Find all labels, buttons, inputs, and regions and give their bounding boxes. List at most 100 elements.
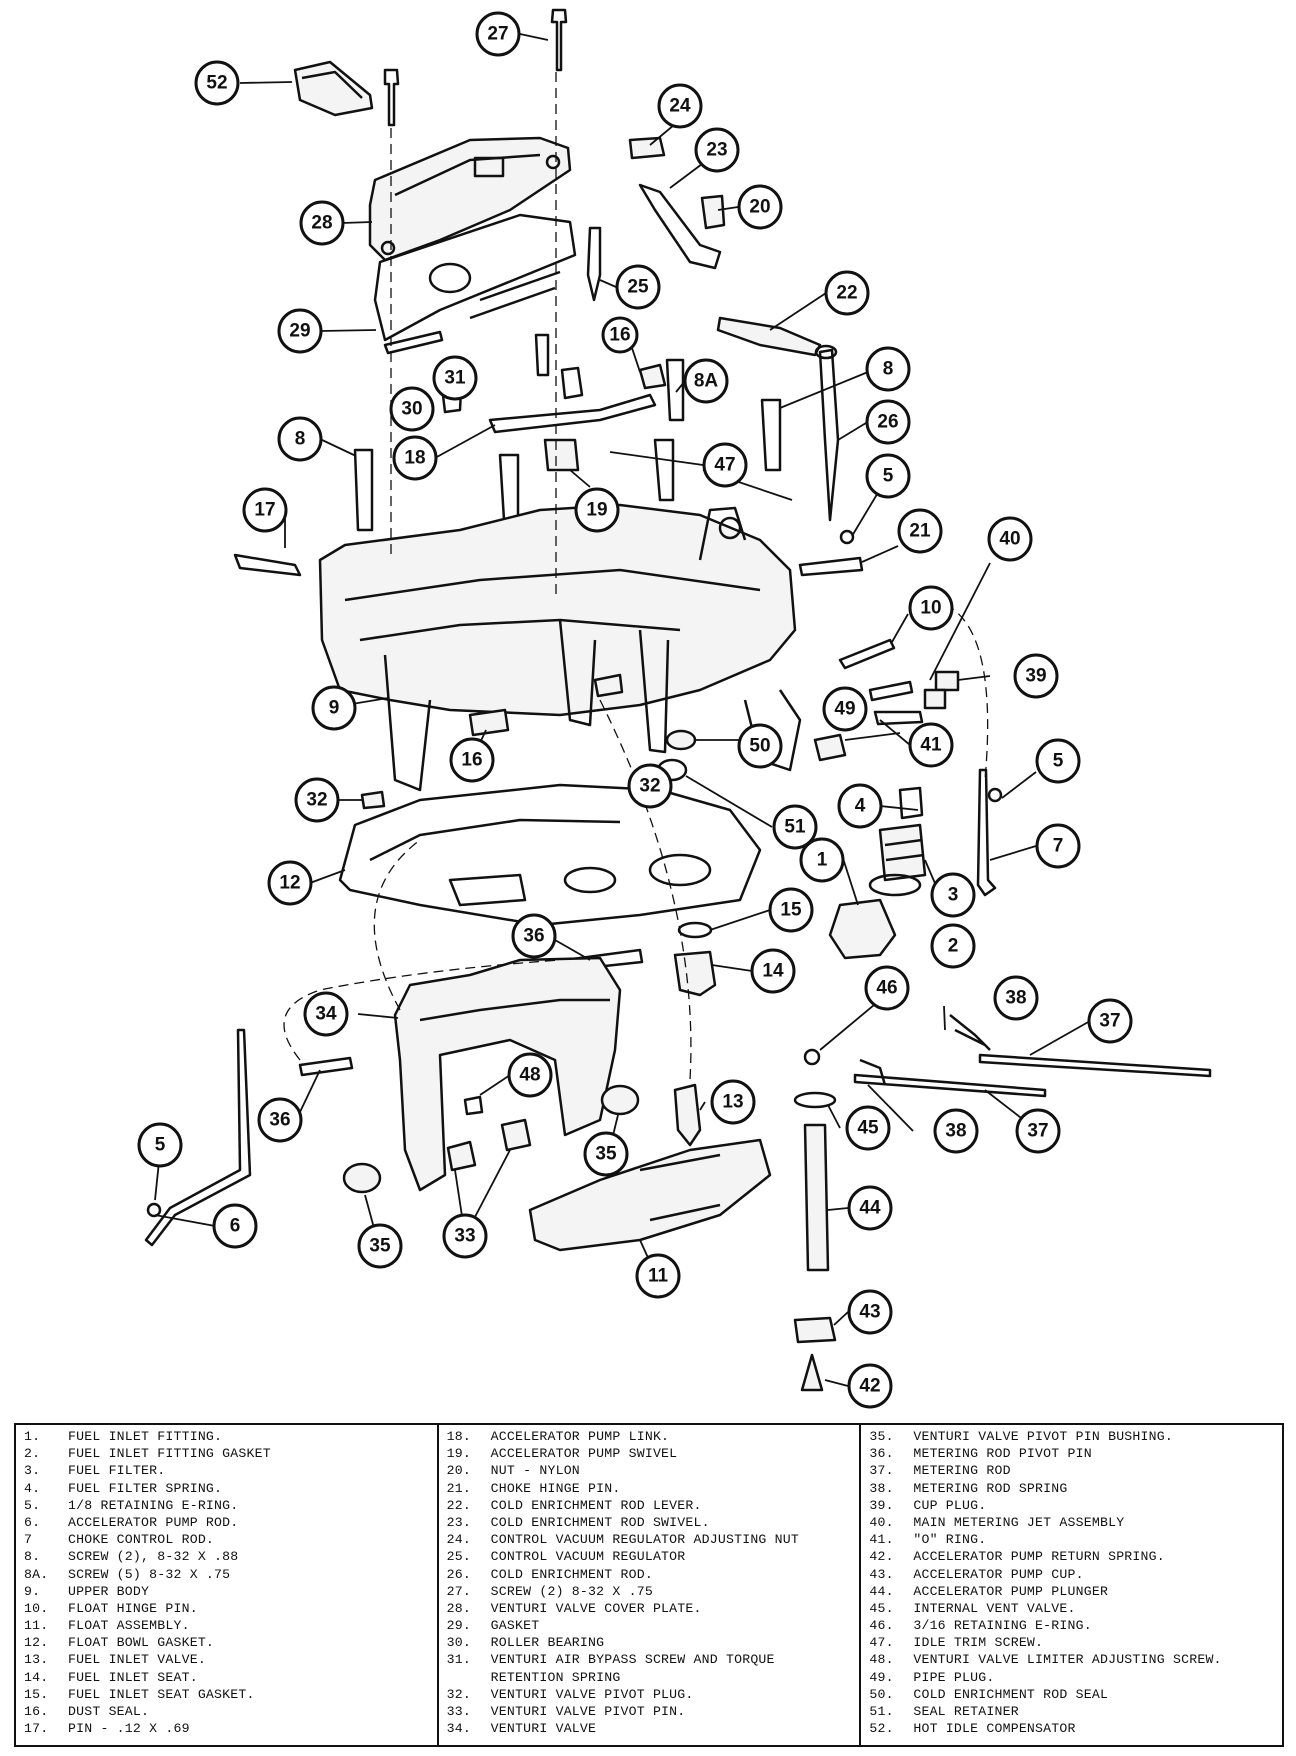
legend-item-description: ACCELERATOR PUMP SWIVEL [490,1446,678,1462]
legend-row: 32.VENTURI VALVE PIVOT PLUG. [447,1686,854,1703]
legend-item-description: VENTURI VALVE PIVOT PLUG. [490,1686,694,1702]
legend-item-description: VENTURI VALVE PIVOT PIN. [490,1704,686,1719]
legend-item-description: COLD ENRICHMENT ROD LEVER. [490,1497,702,1513]
callout-35-left: 35 [357,1223,403,1269]
callout-23: 23 [694,127,740,173]
legend-item-description: ROLLER BEARING [490,1635,605,1651]
legend-item-number: 37. [869,1463,894,1479]
callout-49: 49 [822,686,868,732]
legend-row: 48.VENTURI VALVE LIMITER ADJUSTING SCREW… [869,1651,1276,1668]
legend-row: 18.ACCELERATOR PUMP LINK. [447,1428,854,1445]
legend-item-number: 8A. [24,1566,49,1582]
callout-16-top-label: 16 [609,325,630,346]
legend-item-description: FUEL INLET VALVE. [68,1652,206,1668]
legend-item-description: ACCELERATOR PUMP CUP. [913,1566,1084,1582]
callout-14-label: 14 [762,961,784,982]
callout-46-label: 46 [876,978,897,999]
callout-32-right-label: 32 [639,776,660,797]
callout-43: 43 [847,1289,893,1335]
legend-item-number: 24. [446,1532,472,1548]
legend-row: 52.HOT IDLE COMPENSATOR [869,1720,1276,1737]
legend-item-description: ACCELERATOR PUMP RETURN SPRING. [913,1549,1165,1565]
callout-22-label: 22 [836,283,857,304]
legend-item-number: 8. [24,1549,41,1565]
legend-item-number: 25. [446,1549,472,1565]
legend-row: 35.VENTURI VALVE PIVOT PIN BUSHING. [869,1428,1276,1445]
legend-row: 49.PIPE PLUG. [869,1669,1276,1686]
legend-item-number: 3. [24,1463,41,1479]
callout-32-right: 32 [627,763,673,809]
callout-14: 14 [750,948,796,994]
legend-row: 16.DUST SEAL. [24,1703,431,1720]
callout-3: 3 [930,872,976,918]
legend-row: 42. ACCELERATOR PUMP RETURN SPRING. [869,1548,1276,1565]
callout-35-middle: 35 [583,1131,629,1177]
callout-50: 50 [737,723,783,769]
legend-row: 28.VENTURI VALVE COVER PLATE. [447,1600,854,1617]
callout-13-label: 13 [722,1092,743,1113]
legend-column-3: 35.VENTURI VALVE PIVOT PIN BUSHING.36.ME… [861,1425,1282,1745]
callout-30: 30 [389,386,435,432]
callout-43-label: 43 [859,1302,880,1323]
callout-33: 33 [442,1213,488,1259]
legend-row: 24.CONTROL VACUUM REGULATOR ADJUSTING NU… [447,1531,854,1548]
callout-24-label: 24 [669,96,691,117]
callout-35-middle-label: 35 [595,1144,617,1165]
legend-row: 9.UPPER BODY [24,1583,431,1600]
legend-item-number: 30. [446,1635,472,1651]
legend-item-description: FUEL FILTER. [68,1463,166,1479]
legend-row: 38.METERING ROD SPRING [869,1480,1276,1497]
legend-item-description: ACCELERATOR PUMP PLUNGER [913,1583,1109,1599]
legend-item-number: 11. [24,1618,49,1634]
legend-item-description: SEAL RETAINER [913,1704,1019,1719]
legend-column-1: 1.FUEL INLET FITTING.2.FUEL INLET FITTIN… [16,1425,439,1745]
callout-6: 6 [212,1203,258,1249]
legend-row: 8A.SCREW (5) 8-32 X .75 [24,1566,431,1583]
legend-item-description: 1/8 RETAINING E-RING. [68,1497,239,1513]
legend-column-2: 18.ACCELERATOR PUMP LINK.19.ACCELERATOR … [439,1425,862,1745]
legend-item-number: 2. [24,1446,41,1462]
callout-5-b-label: 5 [1053,751,1064,772]
legend-item-number: 42. [869,1549,894,1565]
callout-38-top-label: 38 [1005,988,1026,1009]
callout-51: 51 [772,804,818,850]
callout-38-bottom-label: 38 [945,1121,966,1142]
legend-item-description: PIPE PLUG. [913,1669,995,1685]
legend-item-description: FLOAT BOWL GASKET. [68,1635,215,1651]
legend-item-description: METERING ROD [913,1463,1011,1479]
legend-item-description: CHOKE CONTROL ROD. [68,1532,215,1548]
legend-item-number: 28. [446,1600,472,1616]
callout-6-label: 6 [230,1216,241,1237]
legend-item-number: 52. [869,1721,894,1737]
callout-40: 40 [987,516,1033,562]
callout-17-label: 17 [254,500,275,521]
callout-35-left-label: 35 [369,1236,391,1257]
callout-26-label: 26 [877,412,898,433]
legend-item-number: 33. [446,1704,472,1719]
legend-item-description: METERING ROD SPRING [913,1480,1068,1496]
legend-item-description: GASKET [490,1618,540,1634]
callout-8-right-label: 8 [883,359,894,380]
callout-41-label: 41 [920,735,942,756]
callout-38-bottom: 38 [933,1108,979,1154]
callout-34: 34 [303,991,349,1037]
legend-item-number: 18. [446,1429,472,1444]
legend-row: 30. ROLLER BEARING [447,1634,854,1651]
legend-row: 37. METERING ROD [869,1462,1276,1479]
legend-row: 43. ACCELERATOR PUMP CUP. [869,1566,1276,1583]
callout-26: 26 [865,399,911,445]
callout-29: 29 [277,308,323,354]
legend-item-description: UPPER BODY [68,1583,150,1599]
legend-item-number: 35. [869,1429,894,1444]
callout-27-label: 27 [487,24,508,45]
legend-item-number: 43. [869,1566,894,1582]
callout-22: 22 [824,270,870,316]
legend-item-description: FUEL INLET FITTING. [68,1429,223,1444]
callout-47-label: 47 [714,455,735,476]
parts-legend: 1.FUEL INLET FITTING.2.FUEL INLET FITTIN… [14,1423,1284,1747]
legend-row: 46.3/16 RETAINING E-RING. [869,1617,1276,1634]
callout-4-label: 4 [855,796,866,817]
callout-5-a: 5 [865,453,911,499]
callout-48: 48 [507,1052,553,1098]
